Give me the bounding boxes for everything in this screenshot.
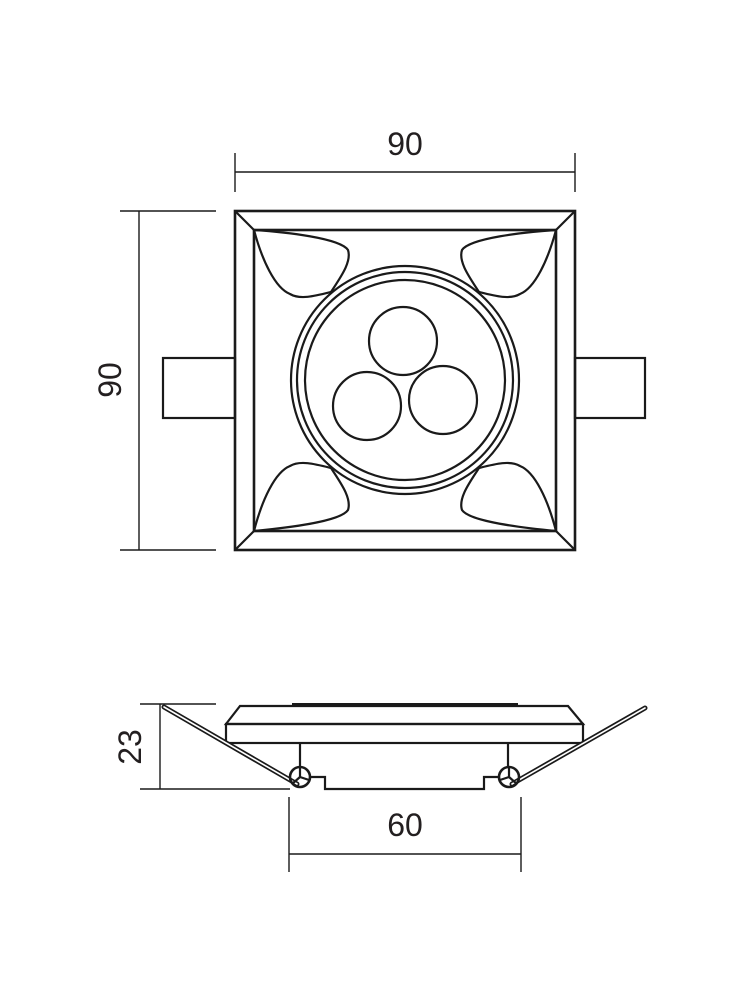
outer-frame [233, 209, 577, 552]
left-spring-clip [161, 704, 312, 789]
height-dimension-label: 90 [92, 362, 128, 398]
inner-ring [303, 278, 507, 482]
petal-top-right [460, 228, 558, 299]
left-tab [161, 356, 237, 420]
led-top [367, 305, 439, 377]
height-dimension: 90 [92, 210, 216, 551]
middle-ring [295, 270, 515, 490]
led-bottom-left [331, 370, 403, 442]
outer-ring [289, 264, 521, 496]
cutout-dimension: 60 [288, 797, 522, 872]
top-view: 90 90 [92, 126, 647, 552]
side-height-dimension-label: 23 [112, 729, 148, 765]
cutout-dimension-label: 60 [387, 807, 423, 843]
petal-top-left [252, 228, 350, 299]
petal-bottom-right [460, 461, 558, 533]
bezel-top [223, 704, 586, 726]
width-dimension-label: 90 [387, 126, 423, 162]
petal-bottom-left [252, 461, 350, 533]
width-dimension: 90 [234, 126, 576, 192]
side-height-dimension: 23 [112, 703, 290, 790]
bezel-rim [224, 722, 585, 745]
led-bottom-right [407, 364, 479, 436]
side-view: 23 60 [112, 703, 648, 872]
right-spring-clip [497, 705, 648, 789]
body-underside [310, 775, 499, 791]
inner-frame [252, 228, 558, 533]
right-tab [573, 356, 647, 420]
